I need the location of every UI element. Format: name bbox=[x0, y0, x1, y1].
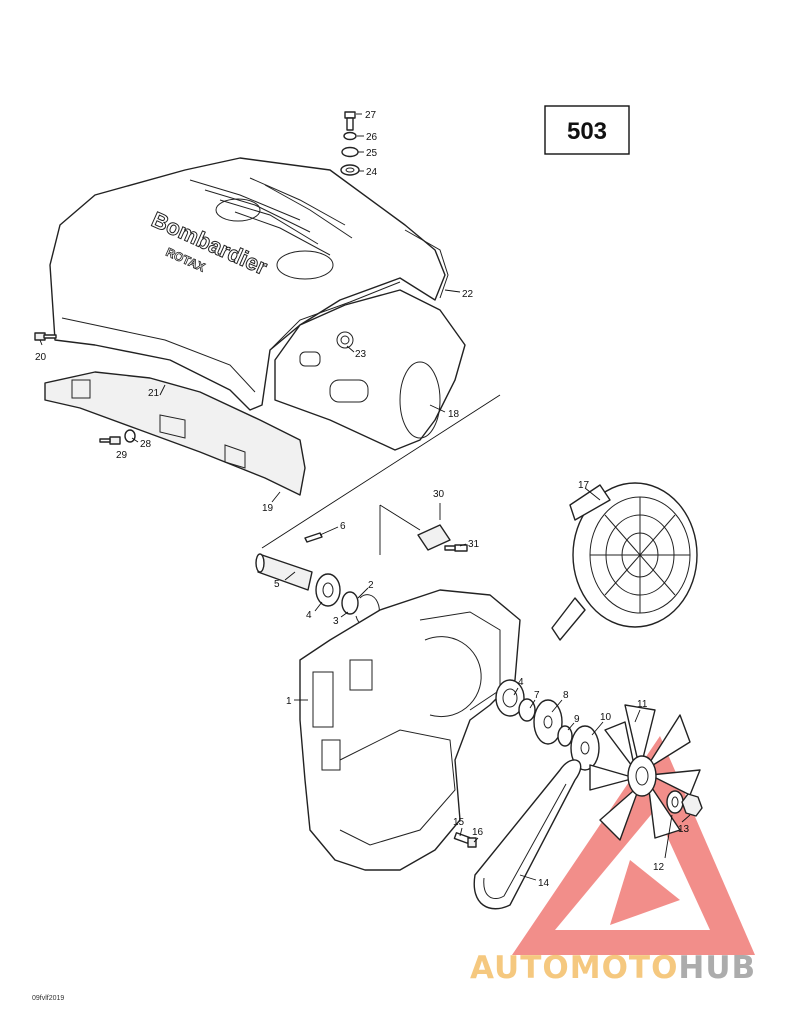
svg-text:AUTOMOTOHUB: AUTOMOTOHUB bbox=[470, 950, 756, 986]
callout-12: 12 bbox=[653, 862, 665, 873]
callout-15: 15 bbox=[453, 817, 465, 828]
callout-7: 7 bbox=[534, 690, 540, 701]
lower-shroud bbox=[274, 289, 466, 451]
side-deflector bbox=[44, 371, 306, 496]
callout-11: 11 bbox=[637, 699, 648, 710]
leader-lines bbox=[39, 113, 691, 881]
callout-29: 29 bbox=[116, 450, 128, 461]
callout-24: 24 bbox=[366, 167, 378, 178]
callout-4b: 4 bbox=[518, 677, 524, 688]
callout-8: 8 bbox=[563, 690, 569, 701]
drive-pulley-stack bbox=[495, 679, 600, 771]
watermark-auto: AUTO bbox=[470, 950, 570, 986]
callout-19: 19 bbox=[262, 503, 274, 514]
callout-27: 27 bbox=[365, 110, 377, 121]
housing-screw bbox=[453, 832, 477, 848]
watermark-hub: HUB bbox=[678, 950, 756, 986]
cover-bolt-stack bbox=[340, 111, 360, 176]
drive-belt bbox=[473, 759, 582, 910]
callout-25: 25 bbox=[366, 148, 378, 159]
callout-16: 16 bbox=[472, 827, 484, 838]
callout-6: 6 bbox=[340, 521, 346, 532]
watermark-moto: MOTO bbox=[570, 950, 679, 986]
callout-28: 28 bbox=[140, 439, 152, 450]
cooling-fan bbox=[589, 704, 701, 841]
callout-2: 2 bbox=[368, 580, 374, 591]
callout-17: 17 bbox=[578, 480, 590, 491]
callout-26: 26 bbox=[366, 132, 378, 143]
callout-1: 1 bbox=[286, 696, 292, 707]
fan-guard bbox=[551, 482, 698, 641]
callout-20: 20 bbox=[35, 352, 47, 363]
fan-housing bbox=[299, 589, 521, 871]
callout-18: 18 bbox=[448, 409, 460, 420]
watermark-text: AUTOMOTOHUB bbox=[470, 950, 756, 986]
callout-3: 3 bbox=[333, 616, 339, 627]
callout-31: 31 bbox=[468, 539, 480, 550]
section-number-box: 503 bbox=[544, 105, 630, 155]
watermark-logo bbox=[512, 736, 755, 955]
callout-9: 9 bbox=[574, 714, 580, 725]
document-code: 09fvlf2019 bbox=[32, 995, 64, 1002]
callout-10: 10 bbox=[600, 712, 612, 723]
section-number: 503 bbox=[567, 118, 607, 145]
small-screws bbox=[34, 332, 136, 445]
callout-21: 21 bbox=[148, 388, 160, 399]
callout-22: 22 bbox=[462, 289, 474, 300]
callout-23: 23 bbox=[355, 349, 367, 360]
callout-labels: 27 26 25 24 22 23 20 21 18 28 29 19 30 3… bbox=[35, 110, 690, 889]
mount-bracket bbox=[417, 524, 468, 552]
callout-4: 4 bbox=[306, 610, 312, 621]
callout-14: 14 bbox=[538, 878, 550, 889]
engine-cover: Bombardier ROTAX bbox=[49, 157, 449, 411]
callout-13: 13 bbox=[678, 824, 690, 835]
callout-30: 30 bbox=[433, 489, 445, 500]
fan-nut-washer bbox=[666, 790, 703, 817]
callout-5: 5 bbox=[274, 579, 280, 590]
pulley-shaft-parts bbox=[255, 532, 380, 628]
assembly-guide-lines bbox=[261, 394, 501, 555]
